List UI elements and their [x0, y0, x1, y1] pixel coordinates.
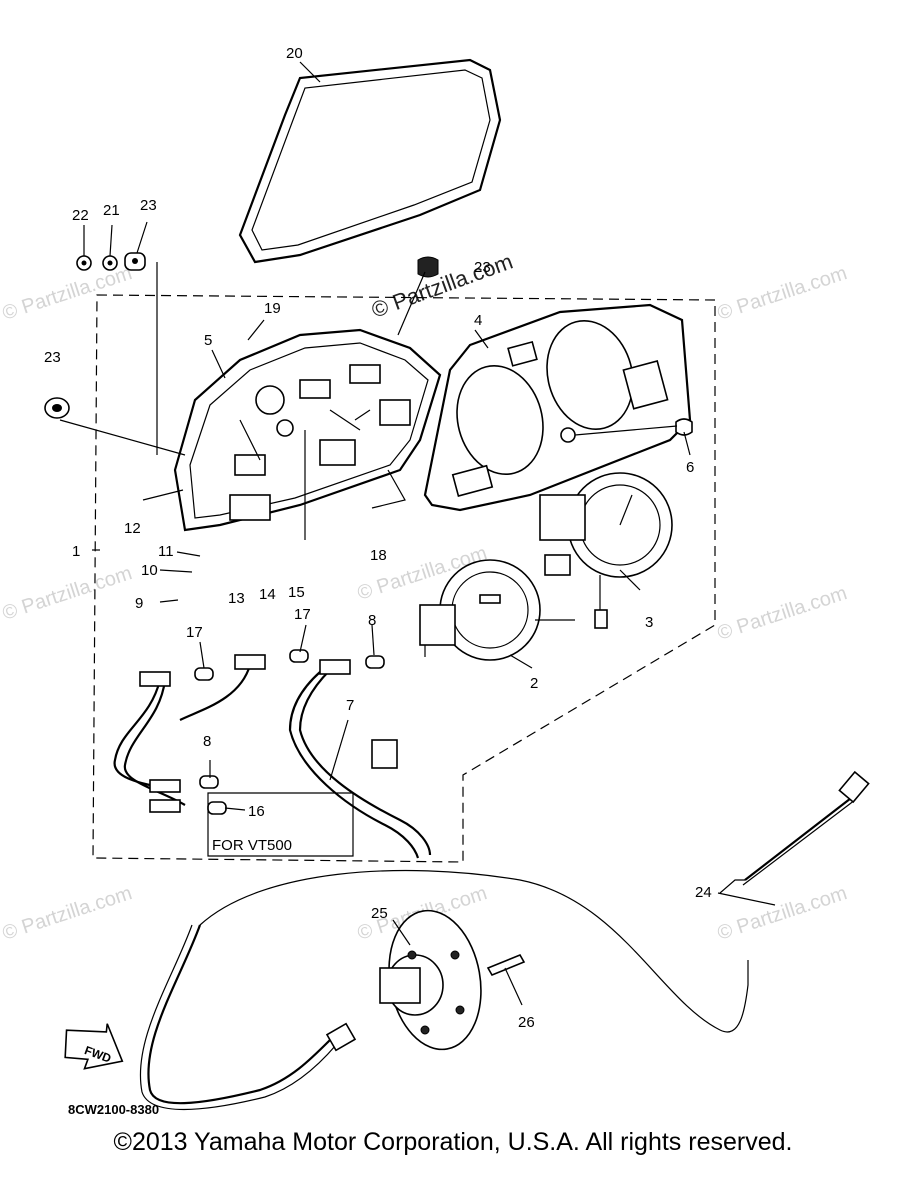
callout-26: 26 [518, 1014, 535, 1031]
vt500-note-label: FOR VT500 [212, 837, 292, 854]
bulb-parts [194, 649, 385, 815]
callout-15: 15 [288, 584, 305, 601]
callout-7: 7 [346, 697, 354, 714]
watermark: © Partzilla.com [0, 562, 135, 625]
callout-9: 9 [135, 595, 143, 612]
speedometer-cable-part [139, 770, 870, 1111]
callout-20: 20 [286, 45, 303, 62]
callout-17: 17 [294, 606, 311, 623]
callout-4: 4 [474, 312, 482, 329]
callout-18: 18 [370, 547, 387, 564]
vt500-note: FOR VT500 [207, 792, 354, 857]
callout-2: 2 [530, 675, 538, 692]
gear-unit-part [379, 909, 482, 1051]
tachometer-part [539, 472, 673, 629]
callout-11: 11 [158, 543, 174, 560]
callout-6: 6 [686, 459, 694, 476]
callout-23: 23 [44, 349, 61, 366]
gasket-part [238, 58, 502, 264]
parts-diagram: © Partzilla.com © Partzilla.com © Partzi… [0, 45, 870, 1117]
fwd-arrow: FWD [64, 1023, 124, 1070]
callout-8: 8 [203, 733, 211, 750]
wire-harness-part [113, 654, 432, 859]
callout-22: 22 [72, 207, 89, 224]
meter-cover-part [423, 303, 692, 512]
speedometer-part [419, 559, 575, 661]
meter-case-part [173, 328, 442, 532]
callout-10: 10 [141, 562, 158, 579]
callout-17: 17 [186, 624, 203, 641]
watermark: © Partzilla.com [0, 262, 135, 325]
callout-25: 25 [371, 905, 388, 922]
callout-5: 5 [204, 332, 212, 349]
watermark-main: © Partzilla.com [368, 249, 516, 323]
drawing-code: 8CW2100-8380 [68, 1102, 159, 1117]
callout-21: 21 [103, 202, 120, 219]
callout-13: 13 [228, 590, 245, 607]
watermark: © Partzilla.com [0, 882, 135, 945]
callout-8: 8 [368, 612, 376, 629]
nut-parts [44, 252, 439, 419]
callout-1: 1 [72, 543, 80, 560]
watermark: © Partzilla.com [715, 262, 850, 325]
callout-16: 16 [248, 803, 265, 820]
callout-23: 23 [474, 259, 491, 276]
watermark: © Partzilla.com [715, 582, 850, 645]
pin-part [486, 953, 526, 977]
callout-19: 19 [264, 300, 281, 317]
callout-12: 12 [124, 520, 141, 537]
copyright-footer: ©2013 Yamaha Motor Corporation, U.S.A. A… [113, 1128, 793, 1156]
callout-3: 3 [645, 614, 653, 631]
callout-14: 14 [259, 586, 276, 603]
watermark: © Partzilla.com [715, 882, 850, 945]
assembly-boundary [92, 294, 716, 863]
leader-lines [59, 61, 776, 1006]
callouts: 20 22 21 23 23 23 19 5 4 6 12 1 11 10 9 … [44, 45, 712, 1031]
cap-part [675, 418, 693, 436]
callout-24: 24 [695, 884, 712, 901]
callout-23: 23 [140, 197, 157, 214]
